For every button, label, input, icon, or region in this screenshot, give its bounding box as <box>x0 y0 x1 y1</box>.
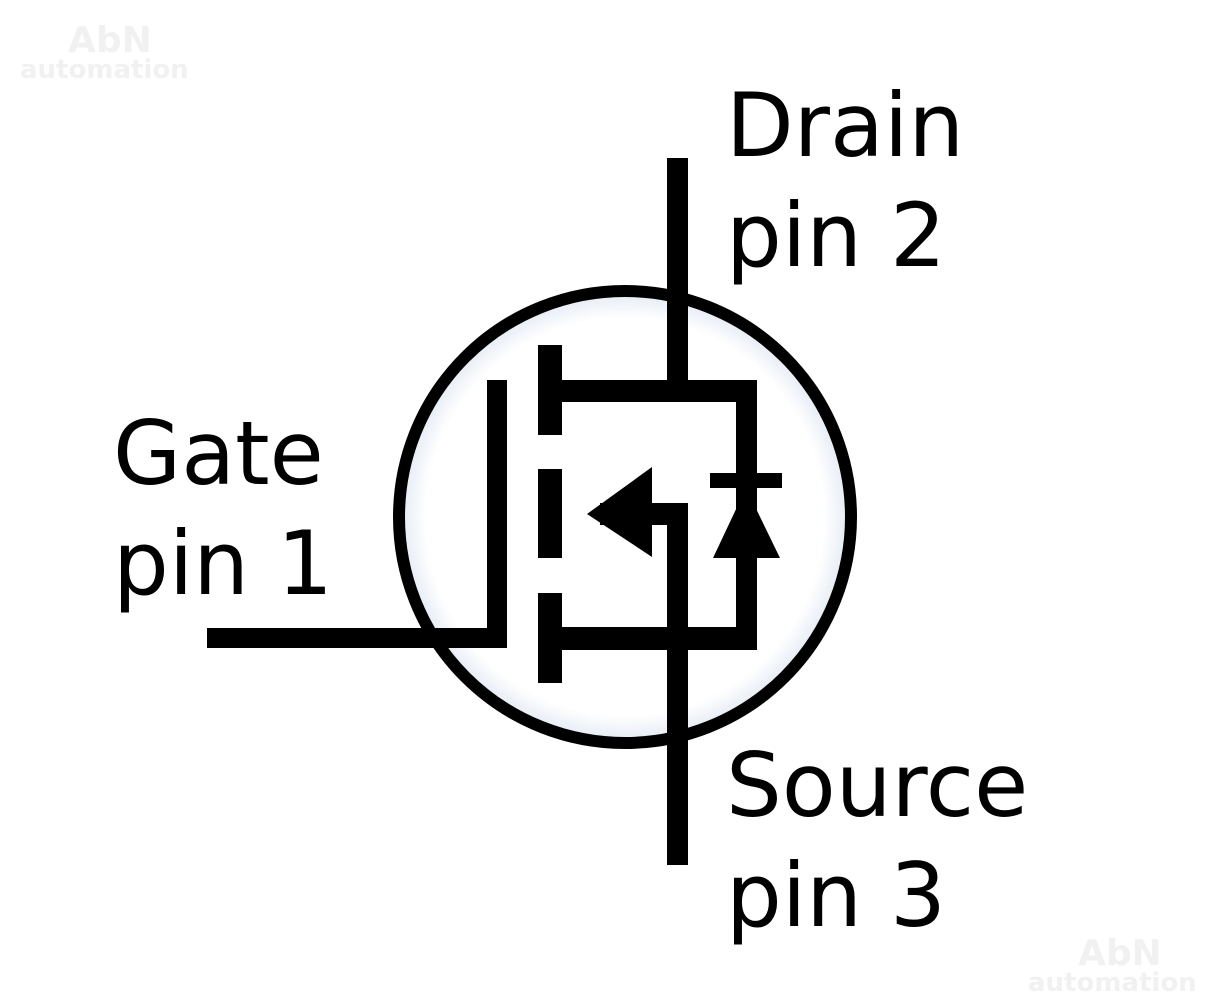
svg-text:automation: automation <box>1028 968 1197 998</box>
diode-triangle-icon <box>713 488 780 558</box>
gate-pin-label: pin 1 <box>113 512 333 615</box>
source-lead <box>667 503 688 865</box>
drain-lead <box>667 158 688 402</box>
drain-label: Drain <box>726 74 964 177</box>
diode-cathode-bar <box>710 473 782 488</box>
drain-connection <box>562 380 757 402</box>
gate-label: Gate <box>113 402 324 505</box>
source-label: Source <box>726 734 1028 837</box>
channel-segment-bottom <box>538 593 562 683</box>
channel-segment-middle <box>538 469 562 558</box>
watermark-bottom-right: AbN automation <box>1028 933 1197 998</box>
svg-text:automation: automation <box>20 55 189 85</box>
mosfet-symbol <box>207 158 782 865</box>
source-pin-label: pin 3 <box>726 844 946 947</box>
channel-segment-top <box>538 345 562 435</box>
drain-pin-label: pin 2 <box>726 184 946 287</box>
source-connection <box>562 627 757 650</box>
svg-text:AbN: AbN <box>1078 933 1162 974</box>
svg-text:AbN: AbN <box>68 20 152 61</box>
gate-plate <box>487 380 507 648</box>
channel-arrow-icon <box>587 467 652 557</box>
watermark-top-left: AbN automation <box>20 20 189 85</box>
gate-lead <box>207 628 507 648</box>
